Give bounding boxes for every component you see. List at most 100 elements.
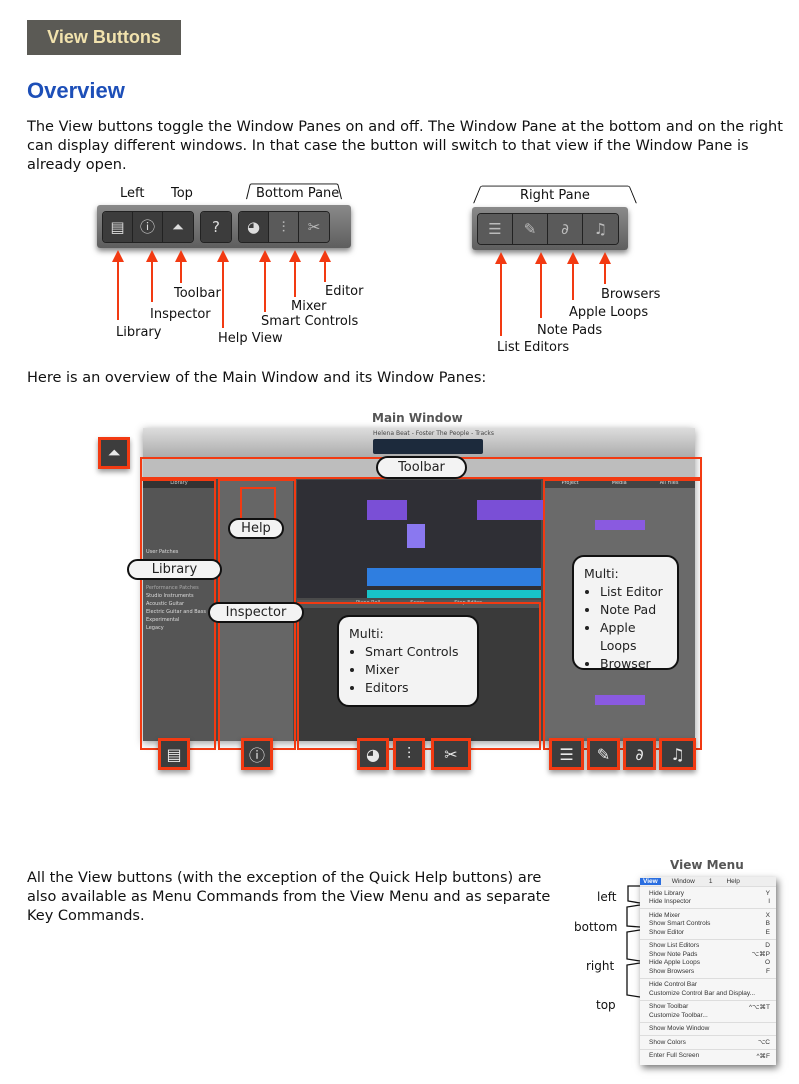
library-drawer-icon[interactable]: ▤ bbox=[158, 738, 190, 770]
menu-item-label: Show Editor bbox=[649, 928, 685, 936]
menu-item[interactable]: Enter Full Screen^⌘F bbox=[640, 1052, 776, 1061]
browsers-button[interactable]: ♫ bbox=[583, 213, 618, 244]
menu-item-shortcut: F bbox=[766, 967, 770, 975]
menu-window[interactable]: Window bbox=[671, 878, 695, 885]
menu-item-shortcut: E bbox=[765, 928, 770, 936]
multi-bottom-callout: Multi: Smart ControlsMixerEditors bbox=[337, 615, 479, 707]
callout-arrows bbox=[112, 250, 611, 336]
library-drawer-icon: ▤ bbox=[110, 217, 125, 236]
menu-bar: View Window 1 Help bbox=[640, 877, 776, 887]
label-smart-controls: Smart Controls bbox=[261, 314, 359, 329]
tab-project[interactable]: Project bbox=[561, 480, 579, 486]
menu-1[interactable]: 1 bbox=[708, 878, 713, 885]
right-pane-frame bbox=[543, 479, 702, 750]
library-button[interactable]: ▤ bbox=[103, 211, 133, 242]
menu-item-label: Customize Toolbar... bbox=[649, 1011, 708, 1019]
label-left: Left bbox=[120, 186, 145, 201]
menu-item[interactable]: Customize Control Bar and Display... bbox=[640, 989, 776, 998]
menu-group-label: right bbox=[586, 959, 615, 973]
menu-help[interactable]: Help bbox=[726, 878, 740, 885]
menu-item-label: Hide Library bbox=[649, 889, 685, 897]
label-toolbar: Toolbar bbox=[174, 286, 221, 301]
smart-controls-button[interactable]: ◕ bbox=[239, 211, 269, 242]
menu-commands-text: All the View buttons (with the exception… bbox=[27, 870, 551, 924]
menu-item[interactable]: Show Colors⌥C bbox=[640, 1038, 776, 1047]
label-inspector: Inspector bbox=[150, 307, 211, 322]
toolbar-toggle-icon[interactable]: ⏶ bbox=[98, 437, 130, 469]
menu-item-label: Show List Editors bbox=[649, 942, 700, 950]
library-item[interactable]: Experimental bbox=[146, 617, 180, 623]
menu-view[interactable]: View bbox=[640, 878, 661, 885]
editor-button[interactable]: ✂ bbox=[299, 211, 329, 242]
menu-item[interactable]: Show Toolbar^⌥⌘T bbox=[640, 1003, 776, 1012]
menu-separator bbox=[640, 908, 776, 909]
menu-item-shortcut: O bbox=[764, 959, 770, 967]
library-item[interactable]: Legacy bbox=[146, 625, 164, 631]
menu-item[interactable]: Show Note Pads⌥⌘P bbox=[640, 950, 776, 959]
library-item[interactable]: Acoustic Guitar bbox=[146, 601, 185, 607]
menu-item[interactable]: Show Editor E bbox=[640, 928, 776, 937]
scissors-icon: ✂ bbox=[307, 217, 321, 236]
info-icon[interactable]: ⓘ bbox=[241, 738, 273, 770]
menu-item-shortcut: ⌥C bbox=[757, 1039, 770, 1047]
menu-item[interactable]: Hide Control Bar bbox=[640, 981, 776, 990]
notepad-icon[interactable]: ✎ bbox=[587, 738, 620, 770]
list-icon: ☰ bbox=[488, 219, 502, 238]
label-top: Top bbox=[171, 186, 193, 201]
loop-icon: ∂ bbox=[561, 219, 569, 238]
knob-icon[interactable]: ◕ bbox=[357, 738, 389, 770]
mixer-button[interactable]: ⫶ bbox=[269, 211, 299, 242]
label-apple-loops: Apple Loops bbox=[569, 305, 649, 320]
library-item[interactable]: Electric Guitar and Bass bbox=[146, 609, 206, 615]
loop-icon[interactable]: ∂ bbox=[623, 738, 656, 770]
library-item[interactable]: Performance Patches bbox=[146, 585, 199, 591]
note-pads-button[interactable]: ✎ bbox=[513, 213, 548, 244]
apple-loops-button[interactable]: ∂ bbox=[548, 213, 583, 244]
menu-brackets bbox=[626, 885, 641, 998]
mixer-faders-icon: ⫶ bbox=[281, 217, 286, 236]
label-right-pane: Right Pane bbox=[520, 188, 590, 203]
library-callout: Library bbox=[127, 559, 222, 580]
library-item[interactable]: User Patches bbox=[146, 549, 179, 555]
menu-item-label: Show Smart Controls bbox=[649, 920, 711, 928]
menu-separator bbox=[640, 999, 776, 1001]
library-frame bbox=[140, 479, 216, 750]
label-browsers: Browsers bbox=[601, 287, 661, 302]
menu-item[interactable]: Show Movie Window bbox=[640, 1025, 776, 1034]
inspector-button[interactable]: ⓘ bbox=[133, 211, 163, 242]
page-title: Overview bbox=[27, 78, 125, 103]
info-icon: ⓘ bbox=[139, 218, 155, 236]
view-menu-title: View Menu bbox=[670, 858, 744, 872]
tab-all-files[interactable]: All Files bbox=[659, 480, 679, 486]
media-browser-icon: ♫ bbox=[593, 219, 608, 238]
menu-item-shortcut: ⌥⌘P bbox=[751, 951, 770, 959]
menu-group-label: top bbox=[596, 998, 616, 1012]
help-view-button[interactable]: ? bbox=[201, 211, 231, 242]
toolbar-button[interactable]: ⏶ bbox=[163, 211, 193, 242]
list-editors-button[interactable]: ☰ bbox=[478, 213, 513, 244]
inspector-callout: Inspector bbox=[208, 602, 304, 623]
main-window-title: Main Window bbox=[372, 411, 463, 425]
overview-text: Here is an overview of the Main Window a… bbox=[27, 370, 487, 386]
mixer-faders-icon[interactable]: ⫶ bbox=[393, 738, 425, 770]
label-library: Library bbox=[116, 325, 162, 340]
menu-separator bbox=[640, 1048, 776, 1050]
menu-item[interactable]: Customize Toolbar... bbox=[640, 1011, 776, 1020]
menu-separator bbox=[640, 1021, 776, 1023]
tab-media[interactable]: Media bbox=[611, 480, 627, 486]
list-icon[interactable]: ☰ bbox=[549, 738, 584, 770]
media-browser-icon[interactable]: ♫ bbox=[659, 738, 696, 770]
menu-item-shortcut: ^⌘F bbox=[756, 1052, 770, 1060]
notepad-icon: ✎ bbox=[523, 219, 537, 238]
menu-group-label: bottom bbox=[574, 920, 618, 934]
scissors-icon[interactable]: ✂ bbox=[431, 738, 471, 770]
multi-right-callout: Multi: List EditorNote PadApple LoopsBro… bbox=[572, 555, 679, 671]
library-item[interactable]: Studio Instruments bbox=[146, 593, 194, 599]
